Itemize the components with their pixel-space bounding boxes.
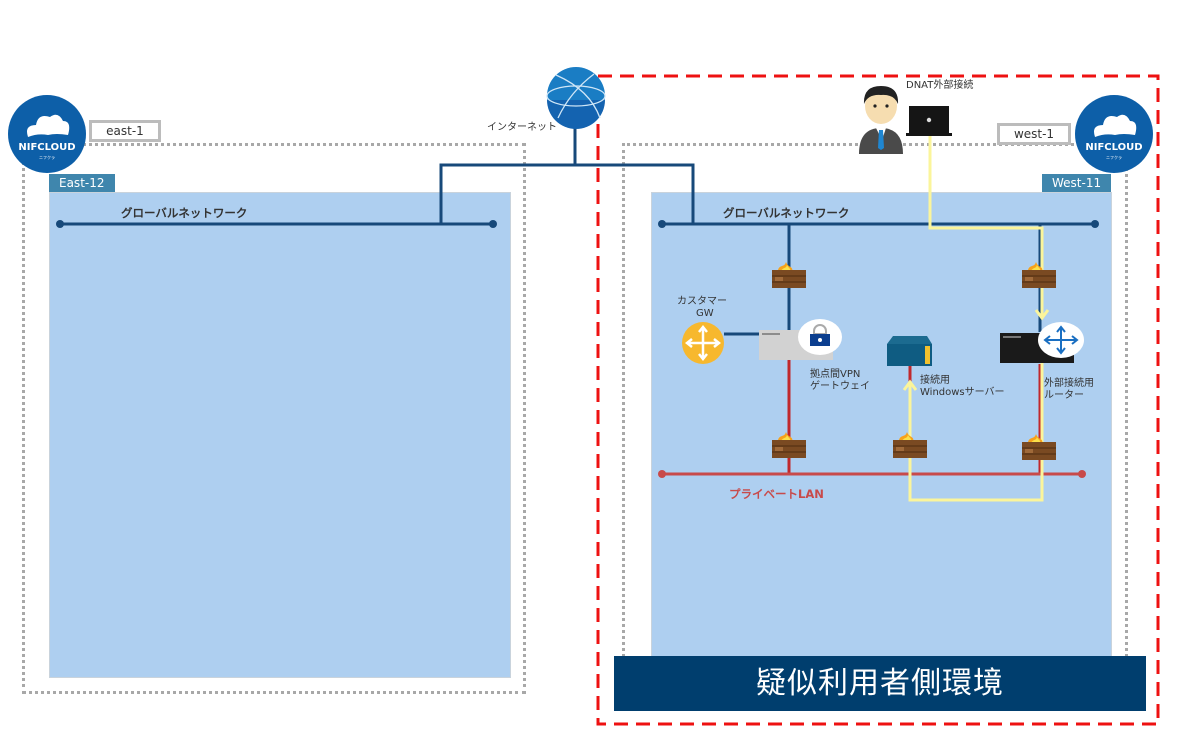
firewall-icon <box>1022 434 1056 460</box>
external-router-icon <box>1000 322 1084 363</box>
pseudo-user-environment-banner: 疑似利用者側環境 <box>614 656 1146 711</box>
west-global-network-label: グローバルネットワーク <box>723 206 850 220</box>
firewall-icon <box>772 432 806 458</box>
internet-globe-icon <box>546 67 606 129</box>
cloud-icon: NIFCLOUD ニフクラ <box>1085 114 1143 160</box>
firewall-icon <box>893 432 927 458</box>
windows-server-icon <box>887 336 932 366</box>
vpn-gateway-label-line1: 拠点間VPN <box>810 369 861 380</box>
dnat-path <box>928 136 1044 318</box>
windows-server-label-line1: 接続用 <box>920 375 950 386</box>
nifcloud-logo-west: NIFCLOUD ニフクラ <box>1075 95 1153 173</box>
external-router-label-line1: 外部接続用 <box>1044 378 1094 389</box>
west-global-network-endpoint <box>1091 220 1099 228</box>
region-label-east-1: east-1 <box>89 120 161 142</box>
east-global-network-endpoint <box>489 220 497 228</box>
customer-gw-label-line2: GW <box>696 308 714 319</box>
east-global-network-label: グローバルネットワーク <box>121 206 248 220</box>
vpn-gateway-icon <box>759 319 842 360</box>
vpn-gateway-label-line2: ゲートウェイ <box>810 381 870 392</box>
firewall-icon <box>772 262 806 288</box>
cloud-icon: NIFCLOUD ニフクラ <box>18 114 76 160</box>
private-lan-label: プライベートLAN <box>729 487 824 501</box>
region-label-west-1: west-1 <box>997 123 1071 145</box>
logo-subtext: ニフクラ <box>1106 154 1122 160</box>
west-global-network-endpoint <box>658 220 666 228</box>
external-router-label-line2: ルーター <box>1044 390 1084 401</box>
nifcloud-logo-east: NIFCLOUD ニフクラ <box>8 95 86 173</box>
zone-tab-east-12: East-12 <box>49 174 115 192</box>
logo-subtext: ニフクラ <box>39 154 55 160</box>
customer-gw-label-line1: カスタマー <box>677 296 727 307</box>
dnat-arrow-down <box>1034 309 1050 321</box>
internet-label: インターネット <box>487 122 557 133</box>
logo-text: NIFCLOUD <box>1085 142 1142 153</box>
zone-tab-west-11: West-11 <box>1042 174 1112 192</box>
dnat-arrow-up <box>902 379 918 391</box>
laptop-icon <box>906 106 952 136</box>
internet-trunk <box>439 163 695 225</box>
windows-server-label-line2: Windowsサーバー <box>920 387 1005 398</box>
pseudo-user-environment-border <box>596 74 1160 726</box>
zone-east-12 <box>49 192 511 678</box>
private-lan-endpoint <box>1078 470 1086 478</box>
logo-text: NIFCLOUD <box>18 142 75 153</box>
dnat-label: DNAT外部接続 <box>906 80 974 91</box>
user-avatar-icon <box>859 86 903 154</box>
firewall-icon <box>1022 262 1056 288</box>
east-global-network-endpoint <box>56 220 64 228</box>
customer-gw-router-icon <box>682 322 724 364</box>
private-lan-endpoint <box>658 470 666 478</box>
region-east-1 <box>22 143 526 694</box>
